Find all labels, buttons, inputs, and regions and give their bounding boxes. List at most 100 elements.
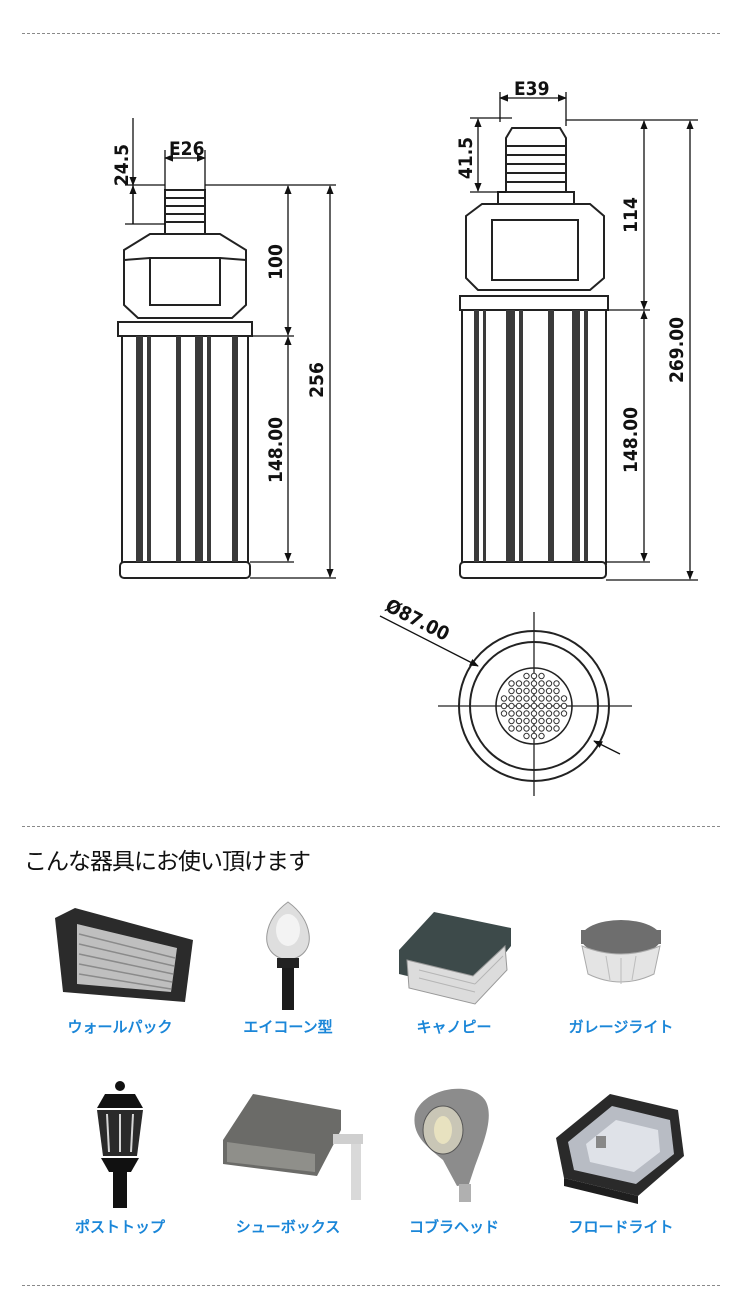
- bottom-divider: [22, 1285, 720, 1286]
- led-dot: [523, 695, 530, 702]
- led-dot: [508, 717, 515, 725]
- led-dot: [500, 695, 508, 702]
- led-dot: [508, 702, 515, 710]
- led-dot: [515, 687, 523, 695]
- e39-base-label: E39: [514, 78, 549, 100]
- fixture-canopy: キャノピー: [369, 900, 539, 1037]
- fixture-label: フロードライト: [568, 1218, 674, 1236]
- e26-dimension-lines: [125, 118, 336, 579]
- led-dot: [545, 702, 553, 710]
- fixture-acorn: エイコーン型: [203, 900, 373, 1037]
- led-dot: [530, 717, 538, 725]
- led-dot: [538, 672, 545, 680]
- e39-dimension-lines: [470, 92, 698, 581]
- led-dot: [530, 687, 538, 695]
- fixtures-section-title: こんな器具にお使い頂けます: [24, 849, 311, 875]
- led-dot: [553, 687, 560, 695]
- dimension-drawing: E26 24.5 100 148.00 256: [111, 78, 698, 796]
- post-top-icon: [97, 1081, 143, 1208]
- led-dot: [523, 732, 530, 740]
- led-dot: [508, 695, 515, 702]
- top-divider: [22, 33, 720, 34]
- fixture-label: キャノピー: [416, 1018, 492, 1036]
- led-dot: [538, 680, 545, 687]
- led-dot: [553, 717, 560, 725]
- led-dot: [508, 710, 515, 717]
- led-dot: [560, 710, 568, 717]
- fixture-wall-pack: ウォールパック: [35, 900, 205, 1037]
- e39-upper-height: 114: [620, 197, 642, 233]
- led-dot: [508, 680, 515, 687]
- led-dot: [500, 702, 508, 710]
- led-dot: [545, 710, 553, 717]
- led-dot: [508, 687, 515, 695]
- acorn-lamp-icon: [266, 901, 310, 1010]
- fixture-label: シューボックス: [235, 1218, 341, 1236]
- e39-total-height: 269.00: [666, 317, 688, 383]
- middle-divider: [22, 826, 720, 827]
- led-dot: [530, 695, 538, 702]
- led-dot: [523, 725, 530, 732]
- e39-led-strips: [474, 310, 588, 562]
- shoebox-light-icon: [223, 1094, 363, 1200]
- led-dot: [523, 672, 530, 680]
- e39-body-height: 148.00: [620, 407, 642, 473]
- fixture-label: エイコーン型: [243, 1018, 333, 1036]
- fixture-label: ウォールパック: [67, 1018, 173, 1036]
- e26-base-height: 24.5: [111, 144, 133, 186]
- led-dot: [523, 687, 530, 695]
- fixture-label: ポストトップ: [74, 1218, 165, 1236]
- fixture-cobra-head: コブラヘッド: [369, 1080, 539, 1237]
- led-dot: [545, 687, 553, 695]
- led-dot: [515, 695, 523, 702]
- fixture-shoebox: シューボックス: [203, 1080, 373, 1237]
- led-dot: [538, 732, 545, 740]
- fixture-post-top: ポストトップ: [35, 1080, 205, 1237]
- fixture-label: コブラヘッド: [408, 1218, 499, 1236]
- led-dot: [530, 680, 538, 687]
- led-dot: [545, 725, 553, 732]
- led-dot: [523, 680, 530, 687]
- led-dot: [553, 725, 560, 732]
- fixture-flood: フロードライト: [536, 1080, 706, 1237]
- led-dot: [515, 725, 523, 732]
- led-dot: [560, 695, 568, 702]
- led-dot: [553, 702, 560, 710]
- led-dot: [545, 680, 553, 687]
- led-dot: [515, 717, 523, 725]
- led-dot: [530, 710, 538, 717]
- e26-total-height: 256: [306, 362, 328, 398]
- led-dot: [538, 687, 545, 695]
- canopy-light-icon: [399, 912, 511, 1005]
- led-dot: [523, 702, 530, 710]
- led-dot: [508, 725, 515, 732]
- e26-base-label: E26: [169, 138, 204, 160]
- led-dot: [515, 702, 523, 710]
- led-dot: [545, 695, 553, 702]
- flood-light-icon: [556, 1094, 684, 1204]
- fixture-label: ガレージライト: [568, 1018, 674, 1036]
- cobra-head-icon: [414, 1088, 489, 1202]
- led-dot: [530, 725, 538, 732]
- e26-upper-height: 100: [265, 244, 287, 280]
- led-dot: [553, 710, 560, 717]
- led-dot: [538, 702, 545, 710]
- wall-pack-icon: [55, 908, 193, 1002]
- fixture-garage: ガレージライト: [536, 900, 706, 1037]
- led-dot: [560, 702, 568, 710]
- led-dot: [538, 725, 545, 732]
- e26-led-strips: [136, 336, 238, 562]
- led-dot: [545, 717, 553, 725]
- led-dot: [538, 710, 545, 717]
- led-dot: [515, 710, 523, 717]
- e39-base-height: 41.5: [455, 137, 477, 179]
- led-dot: [553, 695, 560, 702]
- led-dot: [553, 680, 560, 687]
- garage-light-icon: [581, 920, 661, 984]
- e26-body-height: 148.00: [265, 417, 287, 483]
- led-dot: [538, 695, 545, 702]
- led-dot: [500, 710, 508, 717]
- led-dot: [530, 732, 538, 740]
- led-dot: [523, 710, 530, 717]
- top-view-led-grid: [500, 672, 568, 740]
